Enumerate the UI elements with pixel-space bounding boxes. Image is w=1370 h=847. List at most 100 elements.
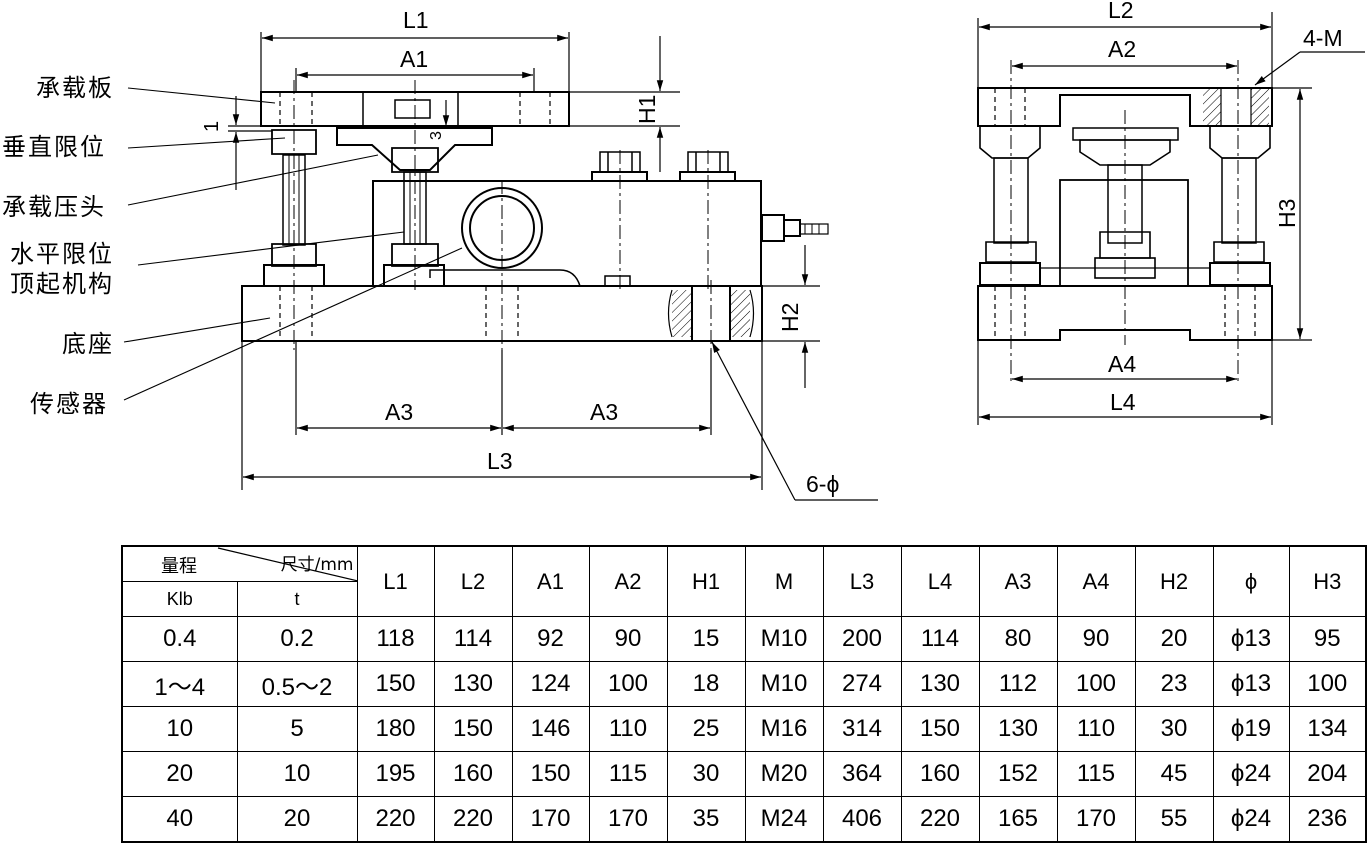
label-vertical-limit: 垂直限位 [2,133,106,161]
table-header-row: 量程 尺寸/mm L1 L2 A1 A2 H1 M L3 L4 A3 A4 H2… [121,545,1367,617]
table-cell: 170 [588,796,668,843]
table-cell: ϕ24 [1212,751,1290,797]
table-cell: 118 [356,616,435,662]
table-cell: 45 [1134,751,1214,797]
table-cell: 18 [666,661,746,707]
dim-A3-right: A3 [590,399,618,425]
table-cell: M16 [744,706,824,752]
table-cell: 150 [433,706,513,752]
table-cell: 110 [1056,706,1136,752]
table-cell: 100 [588,661,668,707]
dim-L1: L1 [403,7,429,33]
table-cell: 92 [511,616,590,662]
cell-t: 0.5～2 [236,661,358,707]
spec-table: 量程 尺寸/mm L1 L2 A1 A2 H1 M L3 L4 A3 A4 H2… [121,545,1367,843]
dim-phi-holes: 6-ϕ [806,471,839,497]
table-cell: 114 [900,616,980,662]
table-cell: 112 [978,661,1058,707]
dim-L3: L3 [487,448,513,474]
column-header: ϕ [1212,545,1290,617]
table-cell: 160 [900,751,980,797]
table-cell: 314 [822,706,902,752]
side-view [977,60,1273,385]
table-cell: 114 [433,616,513,662]
table-cell: 30 [1134,706,1214,752]
cell-klb: 1～4 [121,661,238,707]
header-diagonal [217,547,358,581]
cell-t: 5 [236,706,358,752]
table-cell: 90 [1056,616,1136,662]
cell-klb: 0.4 [121,616,238,662]
mount-drawing: 承载板 垂直限位 承载压头 水平限位 顶起机构 底座 传感器 L1 A1 H1 … [2,0,1365,501]
table-subheader-row: Klb t [121,581,1366,617]
column-header: H3 [1288,545,1367,617]
table-cell: 195 [356,751,435,797]
table-cell: 170 [1056,796,1136,843]
table-cell: M20 [744,751,824,797]
column-header: L3 [822,545,902,617]
callout-leaders [123,87,463,401]
table-cell: 180 [356,706,435,752]
table-cell: 274 [822,661,902,707]
table-cell: 115 [1056,751,1136,797]
table-cell: 23 [1134,661,1214,707]
table-cell: 130 [978,706,1058,752]
dim-gap-3: 3 [428,131,445,140]
column-header: A3 [978,545,1058,617]
front-view [241,80,829,350]
table-cell: 90 [588,616,668,662]
table-cell: 134 [1288,706,1367,752]
label-sensor: 传感器 [30,390,108,418]
table-cell: 200 [822,616,902,662]
table-cell: 364 [822,751,902,797]
dim-H2: H2 [777,303,803,332]
table-cell: 220 [900,796,980,843]
cell-klb: 40 [121,796,238,843]
dim-4M: 4-M [1303,25,1343,51]
table-cell: 100 [1288,661,1367,707]
column-header: A4 [1056,545,1136,617]
table-cell: 165 [978,796,1058,843]
table-cell: 150 [356,661,435,707]
label-bearing-plate: 承载板 [36,74,114,102]
cell-klb: 20 [121,751,238,797]
table-cell: 150 [900,706,980,752]
table-cell: M10 [744,661,824,707]
table-cell: 124 [511,661,590,707]
table-cell: ϕ13 [1212,661,1290,707]
cell-t: 0.2 [236,616,358,662]
column-header: H2 [1134,545,1214,617]
label-lifting-mechanism: 顶起机构 [10,270,114,298]
table-cell: 30 [666,751,746,797]
table-cell: ϕ19 [1212,706,1290,752]
dim-A2: A2 [1108,36,1136,62]
cell-t: 10 [236,751,358,797]
column-header: A2 [588,545,668,617]
table-cell: ϕ24 [1212,796,1290,843]
table-cell: 160 [433,751,513,797]
dim-H1: H1 [634,95,660,124]
table-cell: 220 [433,796,513,843]
table-cell: ϕ13 [1212,616,1290,662]
table-cell: M24 [744,796,824,843]
table-cell: 80 [978,616,1058,662]
table-cell: 236 [1288,796,1367,843]
table-cell: 20 [1134,616,1214,662]
table-cell: 25 [666,706,746,752]
table-cell: 150 [511,751,590,797]
header-size: 尺寸/mm [280,555,354,575]
table-cell: M10 [744,616,824,662]
dim-L4: L4 [1110,389,1136,415]
header-t: t [236,581,358,617]
table-cell: 146 [511,706,590,752]
cell-klb: 10 [121,706,238,752]
table-cell: 95 [1288,616,1367,662]
table-cell: 110 [588,706,668,752]
dim-A1: A1 [400,46,428,72]
column-header: H1 [666,545,746,617]
table-cell: 152 [978,751,1058,797]
